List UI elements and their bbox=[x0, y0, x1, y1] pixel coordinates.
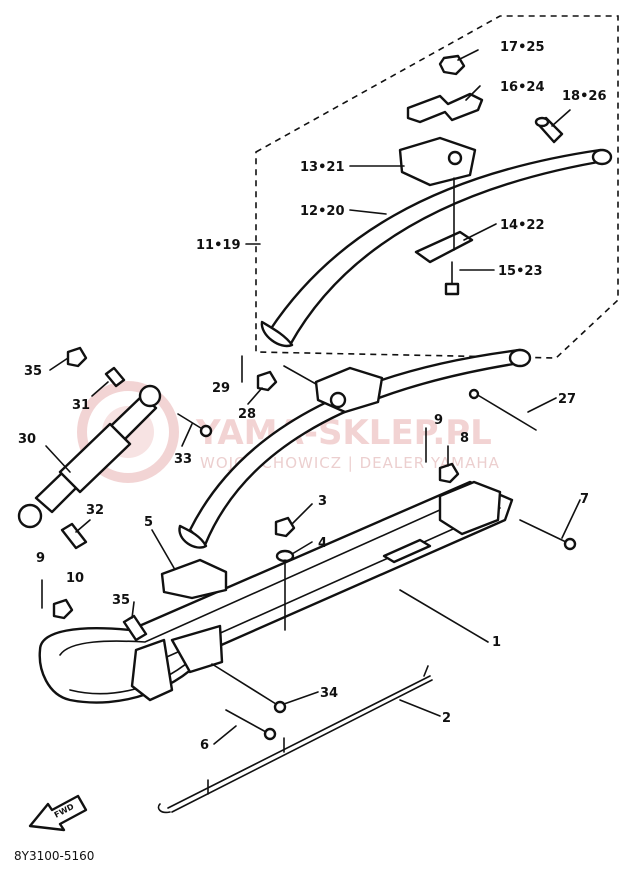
callout-27: 27 bbox=[558, 392, 576, 407]
callout-7: 7 bbox=[580, 492, 589, 507]
callout-33: 33 bbox=[174, 452, 192, 467]
shock-absorber bbox=[17, 384, 162, 529]
nut-35-top bbox=[66, 346, 88, 368]
callout-5: 5 bbox=[144, 515, 153, 530]
watermark-tagline: WOJCIECHOWICZ | DEALER YAMAHA bbox=[200, 454, 500, 472]
callout-31: 31 bbox=[72, 398, 90, 413]
callout-12-20: 12•20 bbox=[300, 204, 345, 219]
callout-8: 8 bbox=[460, 431, 469, 446]
bracket-16 bbox=[406, 92, 484, 124]
callout-10: 10 bbox=[66, 571, 84, 586]
rear-spring-group-outline bbox=[255, 15, 619, 359]
nut-3 bbox=[274, 516, 296, 538]
ski-rear-bracket bbox=[438, 480, 502, 536]
nut-8 bbox=[438, 462, 460, 484]
callout-15-23: 15•23 bbox=[498, 264, 543, 279]
callout-17-25: 17•25 bbox=[500, 40, 545, 55]
callout-6: 6 bbox=[200, 738, 209, 753]
bolt-15 bbox=[444, 282, 460, 296]
callout-14-22: 14•22 bbox=[500, 218, 545, 233]
callout-9-lower: 9 bbox=[36, 551, 45, 566]
spring-clamp-13 bbox=[398, 136, 477, 187]
callout-34: 34 bbox=[320, 686, 338, 701]
callout-13-21: 13•21 bbox=[300, 160, 345, 175]
bolt-27 bbox=[475, 393, 537, 431]
callout-32: 32 bbox=[86, 503, 104, 518]
ski-slot bbox=[382, 538, 432, 564]
watermark-brand: YAMA-SKLEP.PL bbox=[195, 413, 492, 453]
ski-front-bracket bbox=[130, 638, 174, 702]
callout-35-lower: 35 bbox=[112, 593, 130, 608]
upper-leaf-spring bbox=[260, 148, 613, 348]
plate-14 bbox=[414, 230, 474, 264]
diagram-code: 8Y3100-5160 bbox=[14, 849, 94, 863]
callout-18-26: 18•26 bbox=[562, 89, 607, 104]
nut-10 bbox=[52, 598, 74, 620]
callout-30: 30 bbox=[18, 432, 36, 447]
callout-3: 3 bbox=[318, 494, 327, 509]
callout-28: 28 bbox=[238, 407, 256, 422]
wear-bar-runner bbox=[157, 665, 433, 814]
collar-35-lower bbox=[122, 614, 148, 642]
leader-lines bbox=[45, 49, 581, 745]
callout-35-top: 35 bbox=[24, 364, 42, 379]
callout-1: 1 bbox=[492, 635, 501, 650]
callout-29: 29 bbox=[212, 381, 230, 396]
callout-9-upper: 9 bbox=[434, 413, 443, 428]
callout-16-24: 16•24 bbox=[500, 80, 545, 95]
callout-11-19: 11•19 bbox=[196, 238, 241, 253]
wear-pad-5 bbox=[160, 558, 228, 600]
nut-28 bbox=[256, 370, 278, 392]
callout-labels: 17•25 16•24 18•26 13•21 12•20 11•19 14•2… bbox=[18, 40, 607, 753]
watermark-logo bbox=[77, 381, 179, 483]
collar-32 bbox=[60, 522, 88, 550]
collar-31 bbox=[104, 366, 126, 388]
fwd-arrow-icon: FWD bbox=[28, 794, 88, 832]
callout-4: 4 bbox=[318, 536, 327, 551]
callout-2: 2 bbox=[442, 711, 451, 726]
